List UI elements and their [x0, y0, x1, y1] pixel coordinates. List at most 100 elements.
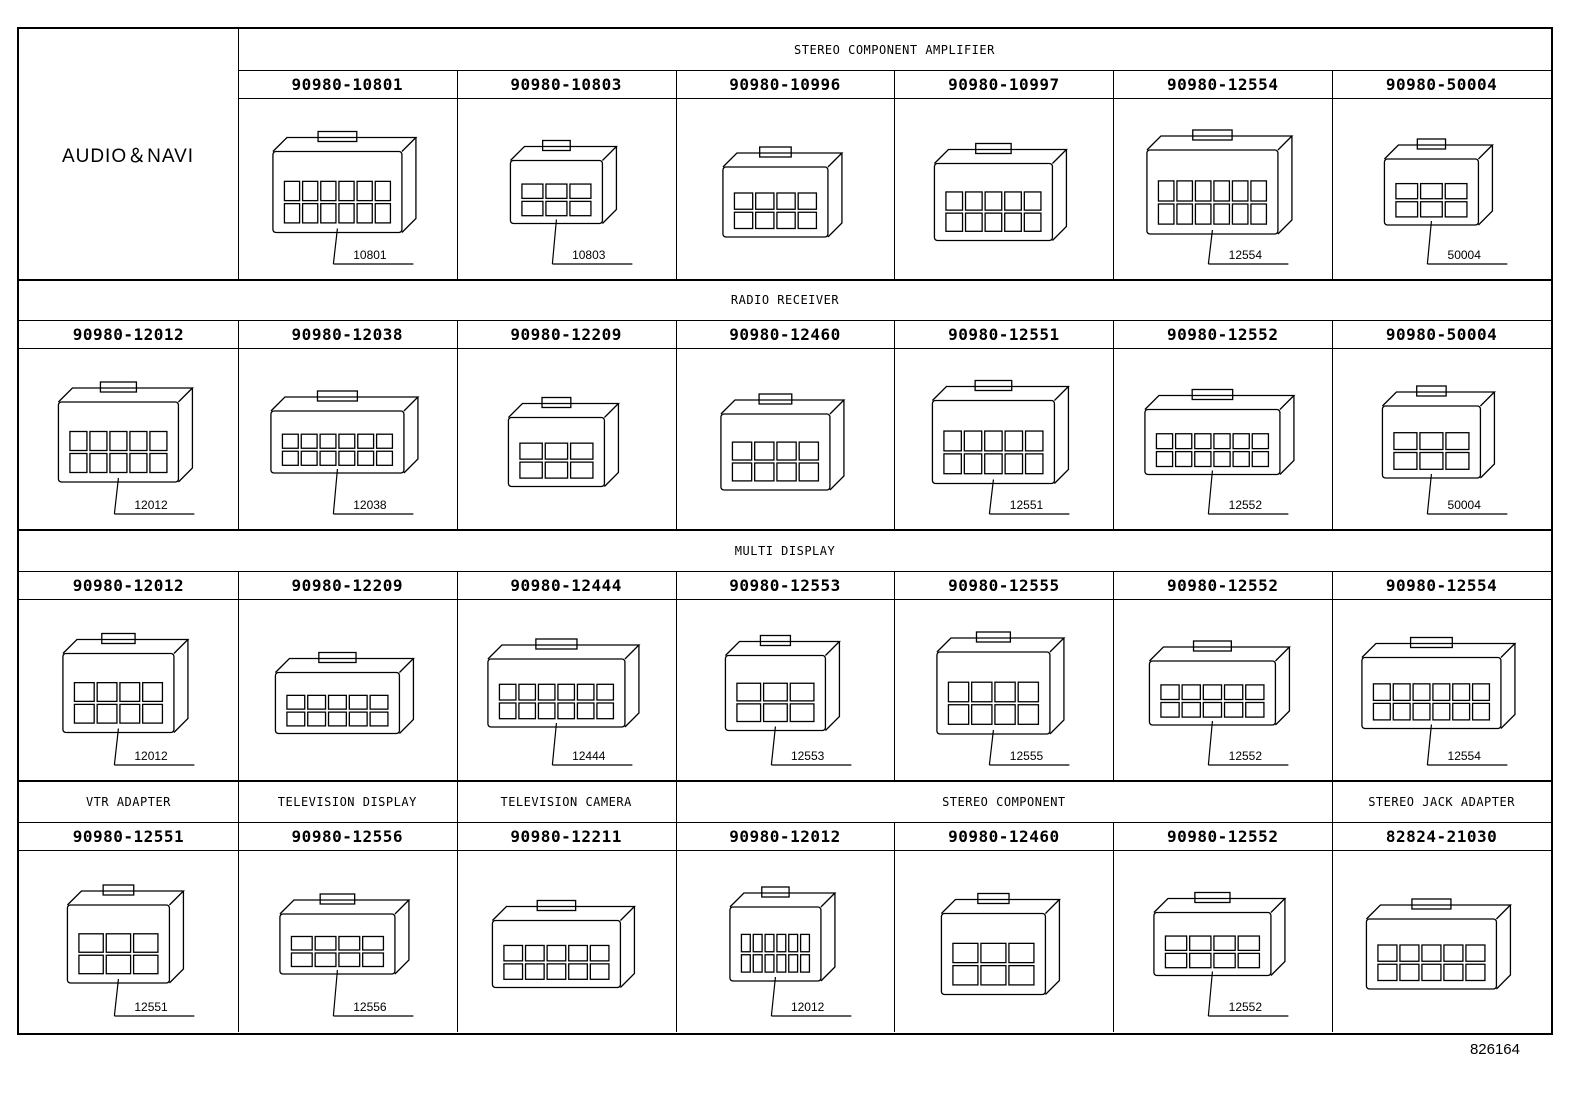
part-number: 90980-12012 [72, 324, 185, 344]
part-number: 90980-12460 [948, 826, 1060, 846]
connector-code-label: 10803 [572, 248, 606, 262]
grid-line [19, 320, 1551, 321]
figure-id: 826164 [1469, 1041, 1520, 1058]
connector-code-label: 12552 [1228, 498, 1263, 512]
part-number: 90980-12551 [948, 324, 1060, 344]
grid-line [1113, 822, 1115, 1032]
grid-line [1332, 822, 1334, 1032]
grid-line [1113, 70, 1115, 280]
connector-drawing [238, 599, 457, 779]
group-title: STEREO COMPONENT AMPLIFIER [794, 42, 995, 57]
group-title: STEREO JACK ADAPTER [1368, 794, 1515, 809]
connector-drawing: 12551 [894, 348, 1113, 528]
connector-housing-icon [272, 130, 418, 265]
connector-housing-icon [66, 884, 195, 1017]
audio-navi-label: AUDIO＆NAVI [61, 145, 195, 167]
connector-housing-icon [1365, 898, 1513, 990]
connector-code-label: 12038 [353, 498, 387, 512]
connector-drawing: 12012 [19, 599, 238, 779]
connector-housing-icon [719, 393, 846, 491]
connector-drawing: 12551 [19, 850, 238, 1030]
connector-code-label: 12012 [790, 1000, 825, 1014]
grid-line [456, 320, 458, 530]
grid-line [1113, 320, 1115, 530]
connector-drawing: 10803 [457, 98, 676, 278]
connector-code-label: 12012 [134, 498, 168, 512]
connector-drawing: 12554 [1113, 98, 1332, 278]
connector-housing-icon [1153, 891, 1289, 1017]
connector-code-label: 10801 [353, 248, 387, 262]
grid-line [456, 70, 458, 280]
grid-line [19, 780, 1551, 782]
connector-drawing: 12552 [1113, 599, 1332, 779]
part-number: 90980-10996 [729, 74, 841, 94]
part-number: 90980-12554 [1385, 575, 1498, 595]
part-number: 90980-12553 [729, 575, 841, 595]
part-number: 90980-12444 [510, 575, 622, 595]
connector-code-label: 12551 [1009, 498, 1044, 512]
part-number: 90980-50004 [1385, 324, 1498, 344]
connector-drawing [676, 348, 895, 528]
connector-code-label: 12552 [1228, 1000, 1263, 1014]
grid-line [19, 599, 1551, 600]
connector-drawing [457, 850, 676, 1030]
part-number: 90980-12012 [729, 826, 841, 846]
grid-line [19, 850, 1551, 851]
group-title: TELEVISION CAMERA [500, 794, 632, 809]
group-title: RADIO RECEIVER [730, 292, 840, 307]
connector-housing-icon [486, 638, 641, 766]
connector-drawing [894, 98, 1113, 278]
grid-line [894, 571, 896, 781]
connector-code-label: 50004 [1447, 248, 1481, 262]
connector-drawing: 12554 [1332, 599, 1551, 779]
grid-line [19, 822, 1551, 823]
connector-housing-icon [728, 886, 851, 1017]
part-number: 90980-12556 [291, 826, 404, 846]
connector-code-label: 12553 [790, 749, 825, 763]
connector-code-label: 12012 [134, 749, 168, 763]
part-number: 90980-50004 [1385, 74, 1498, 94]
connector-housing-icon [1361, 636, 1517, 766]
connector-housing-icon [62, 632, 195, 766]
connector-housing-icon [932, 379, 1071, 515]
connector-housing-icon [934, 142, 1069, 242]
part-number: 90980-12552 [1166, 324, 1279, 344]
group-title: TELEVISION DISPLAY [277, 794, 417, 809]
grid-line [1332, 781, 1334, 822]
part-number: 90980-12012 [72, 575, 185, 595]
connector-code-label: 50004 [1447, 498, 1481, 512]
grid-line [19, 348, 1551, 349]
connector-drawing [676, 98, 895, 278]
connector-drawing [457, 348, 676, 528]
part-number: 90980-12552 [1166, 575, 1279, 595]
part-number: 90980-10997 [948, 74, 1060, 94]
grid-line [237, 781, 239, 822]
part-number: 90980-10803 [510, 74, 622, 94]
grid-line [456, 781, 458, 822]
connector-housing-icon [1149, 640, 1292, 766]
connector-housing-icon [1144, 388, 1296, 515]
grid-line [237, 571, 239, 781]
connector-drawing: 50004 [1332, 98, 1551, 278]
connector-housing-icon [491, 899, 636, 989]
part-number: 90980-12209 [510, 324, 622, 344]
part-number: 90980-12460 [729, 324, 841, 344]
connector-housing-icon [279, 893, 414, 1017]
connector-drawing: 12038 [238, 348, 457, 528]
connector-drawing: 12552 [1113, 850, 1332, 1030]
part-number: 90980-12552 [1166, 826, 1279, 846]
connector-code-label: 12556 [353, 1000, 387, 1014]
part-number: 90980-12211 [510, 826, 622, 846]
connector-code-label: 12552 [1228, 749, 1263, 763]
connector-drawing: 12012 [19, 348, 238, 528]
group-title: STEREO COMPONENT [942, 794, 1066, 809]
grid-line [894, 822, 896, 1032]
connector-drawing: 50004 [1332, 348, 1551, 528]
part-number: 90980-12555 [948, 575, 1060, 595]
connector-chart: AUDIO＆NAVI STEREO COMPONENT AMPLIFIER 909… [17, 27, 1553, 1035]
part-number: 90980-12551 [72, 826, 185, 846]
connector-code-label: 12554 [1228, 248, 1263, 262]
connector-housing-icon [1383, 138, 1508, 265]
grid-line [19, 279, 1551, 281]
connector-housing-icon [724, 634, 851, 766]
